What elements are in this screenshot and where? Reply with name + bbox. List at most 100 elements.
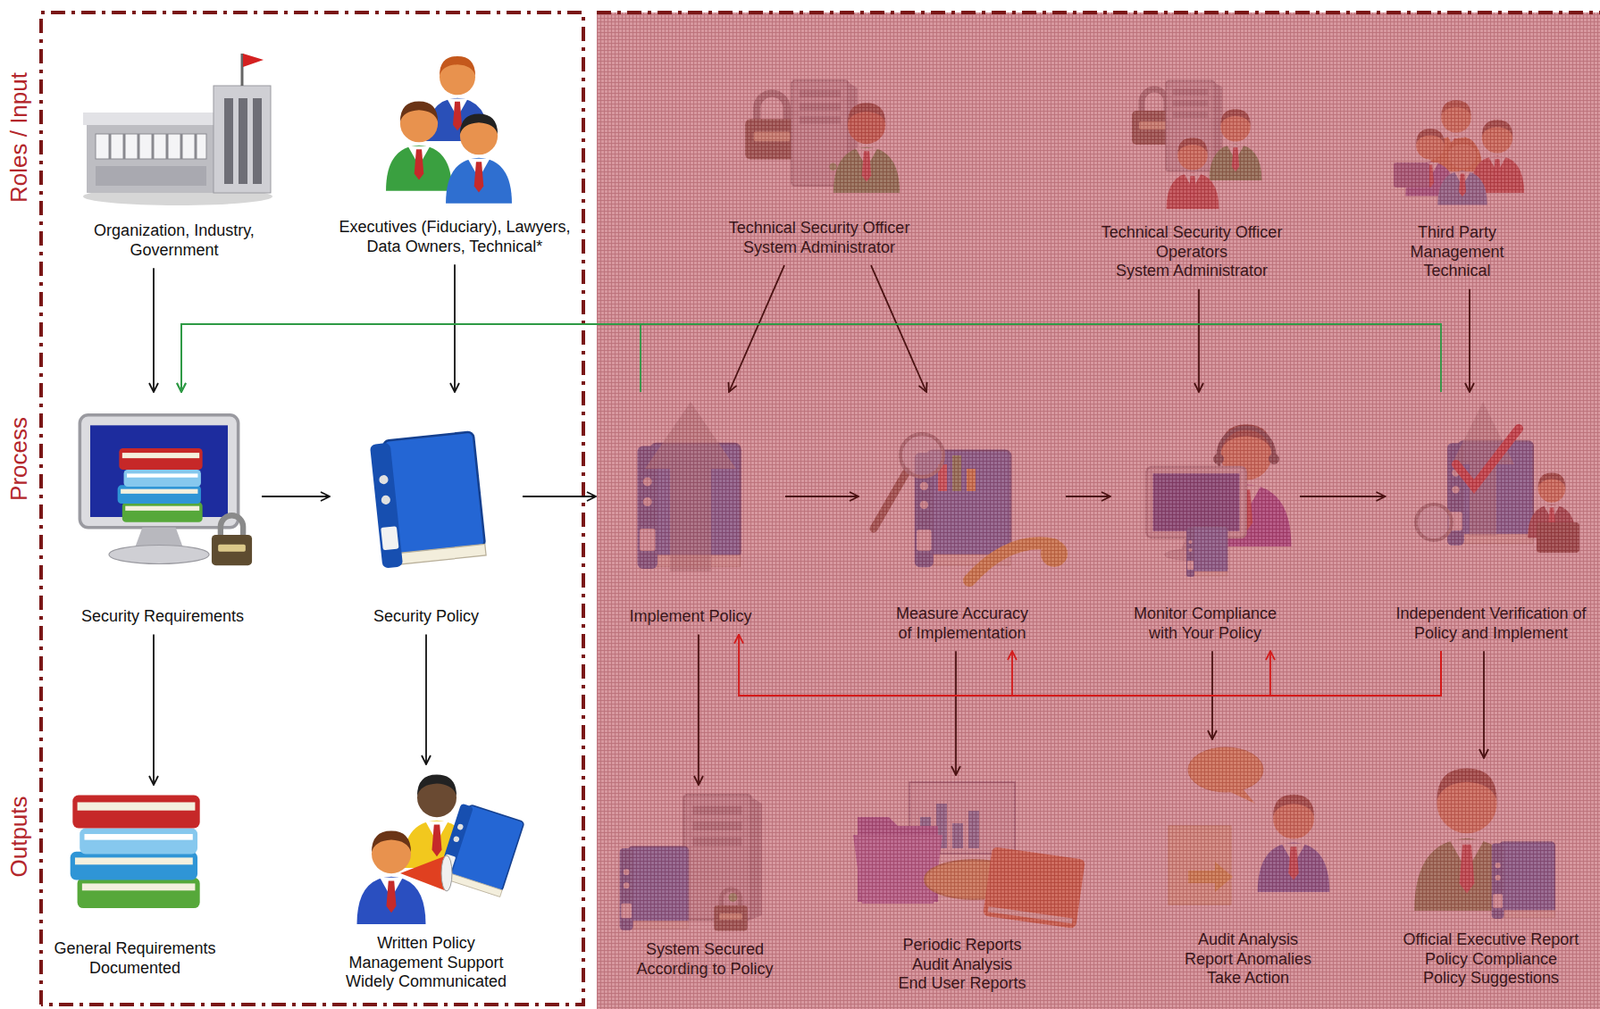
node-caption: Implement Policy [601, 607, 780, 628]
flow-arrow [871, 265, 927, 393]
building-icon [83, 53, 273, 206]
row-label: Roles / Input [6, 72, 33, 203]
policy-binder-icon [369, 431, 487, 569]
caption-text: Audit Analysis [1158, 930, 1338, 951]
icon-node: Organization, Industry, Government [71, 45, 277, 263]
node-caption: General Requirements Documented [45, 939, 225, 979]
icon-node: Official Executive ReportPolicy Complian… [1390, 763, 1592, 992]
caption-text: Policy Suggestions [1390, 969, 1592, 989]
caption-text: System Secured According to Policy [628, 940, 781, 980]
node-caption: Official Executive ReportPolicy Complian… [1390, 930, 1592, 989]
shaded-region [596, 12, 1600, 1009]
flow-arrow [738, 635, 1441, 696]
caption-text: Organization, Industry, Government [71, 221, 277, 260]
caption-text: General Requirements Documented [45, 939, 225, 979]
requirements-icon [79, 415, 252, 567]
node-caption: System Secured According to Policy [628, 940, 781, 980]
flow-arrow [697, 635, 700, 786]
flow-arrow [1197, 289, 1200, 393]
icon-node: General Requirements Documented [45, 790, 225, 981]
icon-node: Security Policy [335, 397, 518, 630]
caption-text: System Administrator [1089, 261, 1295, 282]
flow-arrow [425, 635, 428, 765]
flow-arrow [728, 265, 785, 393]
caption-text: System Administrator [716, 238, 922, 259]
caption-text: Monitor Compliance with Your Policy [1129, 604, 1282, 644]
node-caption: Technical Security OfficerOperatorsSyste… [1089, 223, 1295, 282]
flow-arrow [152, 635, 155, 786]
flow-arrow [181, 324, 1441, 393]
flow-arrow [1482, 651, 1485, 759]
icon-node: Executives (Fiduciary), Lawyers, Data Ow… [331, 50, 579, 260]
icon-node: Third PartyManagementTechnical [1385, 89, 1529, 285]
flow-arrow [1468, 289, 1471, 393]
row-label: Process [6, 417, 33, 502]
caption-text: End User Reports [859, 974, 1065, 995]
region-border [596, 10, 1600, 15]
caption-text: Official Executive Report [1390, 930, 1592, 951]
region-border [41, 12, 584, 1006]
node-caption: Organization, Industry, Government [71, 221, 277, 260]
people-icon [385, 100, 453, 191]
icon-node: Periodic ReportsAudit AnalysisEnd User R… [859, 780, 1065, 997]
icon-node: Implement Policy [601, 397, 780, 630]
caption-text: Implement Policy [601, 607, 780, 628]
people-icon [385, 56, 512, 204]
caption-text: Take Action [1158, 969, 1338, 989]
caption-text: Technical Security Officer [1089, 223, 1295, 243]
caption-text: Security Requirements [68, 607, 257, 628]
flow-arrow [1012, 651, 1441, 696]
icon-node: Technical Security OfficerSystem Adminis… [716, 76, 922, 260]
flow-arrow [152, 268, 155, 393]
node-caption: Third PartyManagementTechnical [1385, 223, 1529, 282]
icon-node: Independent Verification of Policy and I… [1390, 397, 1592, 646]
flow-arrow [181, 324, 641, 393]
icon-node: Monitor Compliance with Your Policy [1115, 397, 1295, 646]
icon-node: Technical Security OfficerOperatorsSyste… [1089, 76, 1295, 285]
row-label: Outputs [6, 795, 33, 878]
flow-arrow [453, 264, 456, 393]
books-icon [70, 795, 201, 910]
node-caption: Security Requirements [68, 607, 257, 628]
node-caption: Technical Security OfficerSystem Adminis… [716, 218, 922, 258]
people-icon [445, 113, 512, 203]
node-caption: Security Policy [335, 607, 518, 628]
communicate-icon [400, 855, 447, 892]
building-icon [83, 53, 273, 206]
communicate-icon [357, 775, 525, 926]
node-caption: Periodic ReportsAudit AnalysisEnd User R… [859, 936, 1065, 995]
caption-text: Management [1385, 242, 1529, 263]
icon-node: System Secured According to Policy [624, 790, 786, 982]
caption-text: Periodic Reports [859, 936, 1065, 956]
caption-text: Operators [1089, 242, 1295, 263]
node-caption: Monitor Compliance with Your Policy [1129, 604, 1282, 644]
flow-arrow [1299, 495, 1386, 498]
caption-text: Widely Communicated [323, 972, 529, 993]
requirements-icon [117, 448, 203, 523]
flow-arrow [785, 495, 859, 498]
books-icon [70, 795, 201, 910]
node-caption: Written PolicyManagement SupportWidely C… [323, 934, 529, 993]
node-caption: Executives (Fiduciary), Lawyers, Data Ow… [331, 217, 579, 257]
caption-text: Technical Security Officer [716, 218, 922, 239]
icon-node: Written PolicyManagement SupportWidely C… [323, 770, 529, 996]
icon-node: Audit AnalysisReport AnomaliesTake Actio… [1158, 745, 1338, 992]
policy-binder-icon [369, 431, 487, 569]
caption-text: Independent Verification of Policy and I… [1390, 604, 1592, 644]
caption-text: Management Support [323, 954, 529, 974]
flow-arrow [522, 495, 596, 498]
flow-arrow [954, 651, 957, 776]
communicate-icon [441, 855, 453, 892]
requirements-icon [211, 515, 252, 566]
flow-arrow [1065, 495, 1111, 498]
node-caption: Independent Verification of Policy and I… [1390, 604, 1592, 644]
node-caption: Audit AnalysisReport AnomaliesTake Actio… [1158, 930, 1338, 989]
caption-text: Audit Analysis [859, 955, 1065, 976]
caption-text: Report Anomalies [1158, 950, 1338, 971]
caption-text: Written Policy [323, 934, 529, 955]
caption-text: Third Party [1385, 223, 1529, 243]
caption-text: Policy Compliance [1390, 950, 1592, 971]
icon-node: Measure Accuracy of Implementation [863, 397, 1061, 646]
node-caption: Measure Accuracy of Implementation [890, 604, 1034, 644]
